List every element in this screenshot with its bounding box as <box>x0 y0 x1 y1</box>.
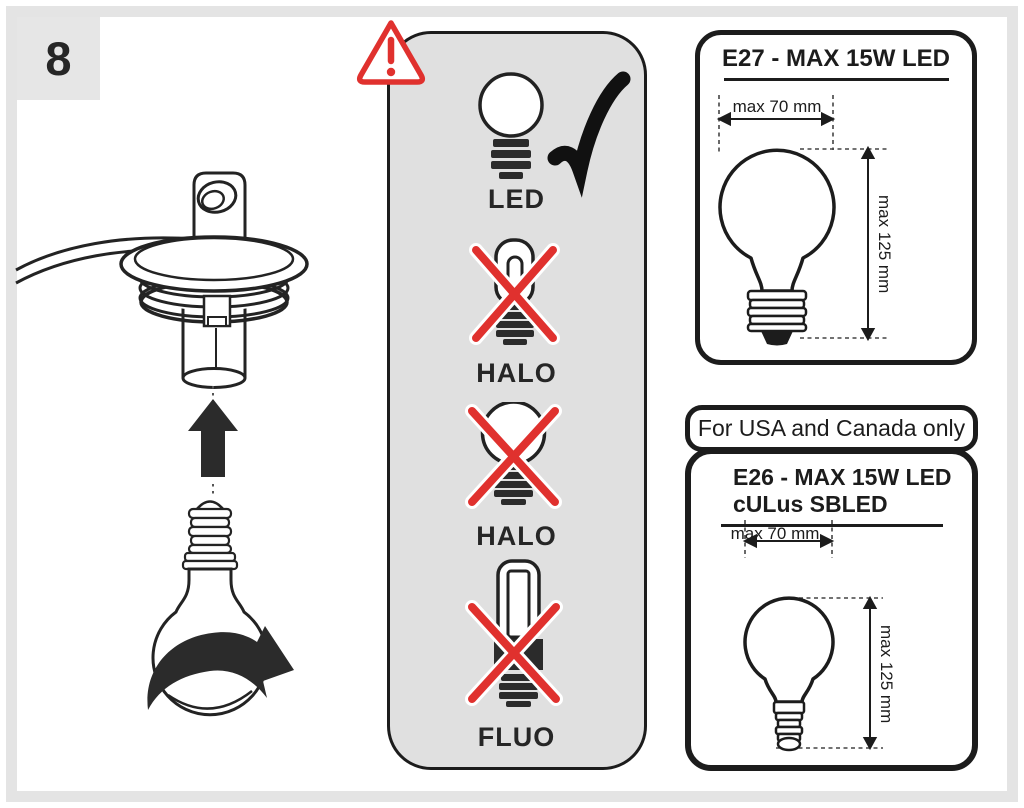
bulb-label-led: LED <box>488 184 545 214</box>
rotate-clockwise-arrow <box>147 626 294 710</box>
e27-title: E27 - MAX 15W LED <box>721 45 951 72</box>
bulb-label-halo-1: HALO <box>476 358 557 388</box>
e26-title: E26 - MAX 15W LED <box>733 464 952 490</box>
e26-spec-box: E26 - MAX 15W LED cULus SBLED max 70 mm … <box>685 448 978 771</box>
led-bulb-icon <box>478 71 631 198</box>
halogen-globe-icon <box>465 402 562 509</box>
checkmark-icon <box>547 71 631 198</box>
red-cross-icon <box>469 243 560 345</box>
bulb-label-fluo: FLUO <box>477 722 556 752</box>
e27-bulb-dimension-drawing <box>716 95 890 346</box>
socket-and-bulb-illustration <box>15 171 309 717</box>
step-number: 8 <box>45 32 72 85</box>
bulb-label-halo-2: HALO <box>476 521 557 551</box>
red-cross-icon <box>465 600 563 706</box>
usa-canada-banner: For USA and Canada only <box>685 405 978 452</box>
fluorescent-bulb-icon <box>465 559 563 707</box>
e27-max-height-label: max 125 mm <box>875 195 894 294</box>
socket-top-post <box>192 171 247 248</box>
halogen-capsule-icon <box>469 238 560 345</box>
e27-spec-box: E27 - MAX 15W LED max 70 mm max 125 mm <box>695 30 977 365</box>
title-rule <box>723 78 949 81</box>
title-rule <box>720 524 943 527</box>
warning-triangle-icon <box>356 20 426 85</box>
e26-subtitle: cULus SBLED <box>733 491 888 517</box>
page-border-frame <box>6 6 1018 802</box>
e26-bulb-dimension-drawing <box>742 520 883 752</box>
socket-thread-ring <box>119 235 309 328</box>
red-cross-icon <box>465 404 562 509</box>
step-number-badge: 8 <box>17 17 100 100</box>
bulb-type-panel: LED HALO HALO <box>387 31 647 770</box>
insert-up-arrow <box>188 399 238 477</box>
e27-max-width-label: max 70 mm <box>732 97 822 116</box>
usa-canada-banner-text: For USA and Canada only <box>697 415 966 441</box>
e26-max-height-label: max 125 mm <box>877 625 896 724</box>
